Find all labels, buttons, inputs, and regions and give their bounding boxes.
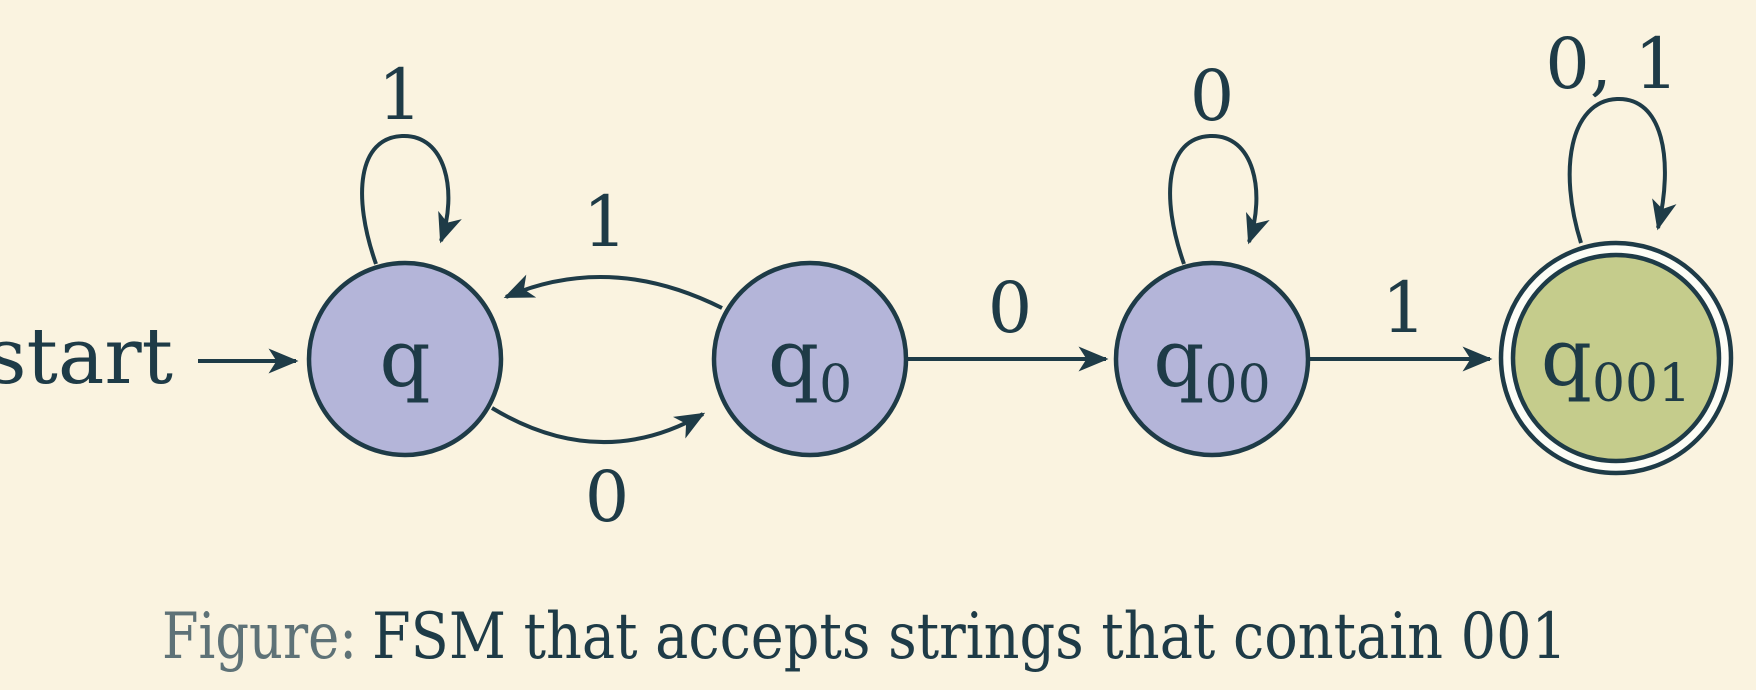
transition-q0-q00: 0 — [908, 267, 1109, 372]
state-label-q: q — [379, 312, 430, 405]
state-label-base: q — [1541, 311, 1592, 404]
state-label-subscript: 0 — [819, 355, 852, 415]
state-label-subscript: 00 — [1205, 355, 1271, 415]
state-q0: q0 — [711, 260, 909, 458]
state-circle-q00 — [1113, 260, 1311, 458]
transition-q00-q001: 1 — [1310, 267, 1493, 372]
transition-q-q: 1 — [360, 54, 462, 265]
transition-q-q0: 0 — [490, 406, 706, 538]
curve-q0-to-q — [503, 274, 723, 310]
self-loop-q00 — [1168, 133, 1270, 265]
transition-label: 1 — [1382, 267, 1427, 349]
figure-caption: Figure:FSM that accepts strings that con… — [162, 600, 1567, 674]
transition-label: 1 — [378, 54, 423, 136]
caption-body: FSM that accepts strings that contain 00… — [372, 600, 1567, 674]
state-circle-q — [306, 260, 504, 458]
state-q00: q00 — [1113, 260, 1311, 458]
transition-q00-q00: 0 — [1168, 55, 1270, 265]
caption-prefix: Figure: — [162, 600, 357, 674]
transition-q001-q001: 0, 1 — [1545, 23, 1679, 244]
curve-q-to-q0 — [490, 406, 706, 444]
transition-label: 0 — [988, 267, 1033, 349]
state-label-q0: q0 — [768, 312, 852, 415]
transition-q0-q: 1 — [503, 181, 723, 310]
transition-label: 0 — [1190, 55, 1235, 137]
state-label-base: q — [379, 312, 430, 405]
state-label-subscript: 001 — [1592, 354, 1691, 414]
transition-label: 1 — [583, 181, 628, 263]
start-indicator: start — [0, 312, 299, 402]
state-q: q — [306, 260, 504, 458]
state-circle-q001 — [1510, 252, 1722, 464]
state-q001-accepting: q001 — [1498, 240, 1734, 476]
transition-label: 0, 1 — [1545, 23, 1679, 105]
state-label-base: q — [768, 312, 819, 405]
start-label: start — [0, 312, 173, 402]
self-loop-q — [360, 133, 462, 265]
transition-label: 0 — [585, 456, 630, 538]
state-label-q001: q001 — [1541, 311, 1691, 414]
state-label-q00: q00 — [1153, 312, 1270, 415]
self-loop-q001 — [1567, 96, 1677, 244]
state-circle-q0 — [711, 260, 909, 458]
state-label-base: q — [1153, 312, 1204, 405]
